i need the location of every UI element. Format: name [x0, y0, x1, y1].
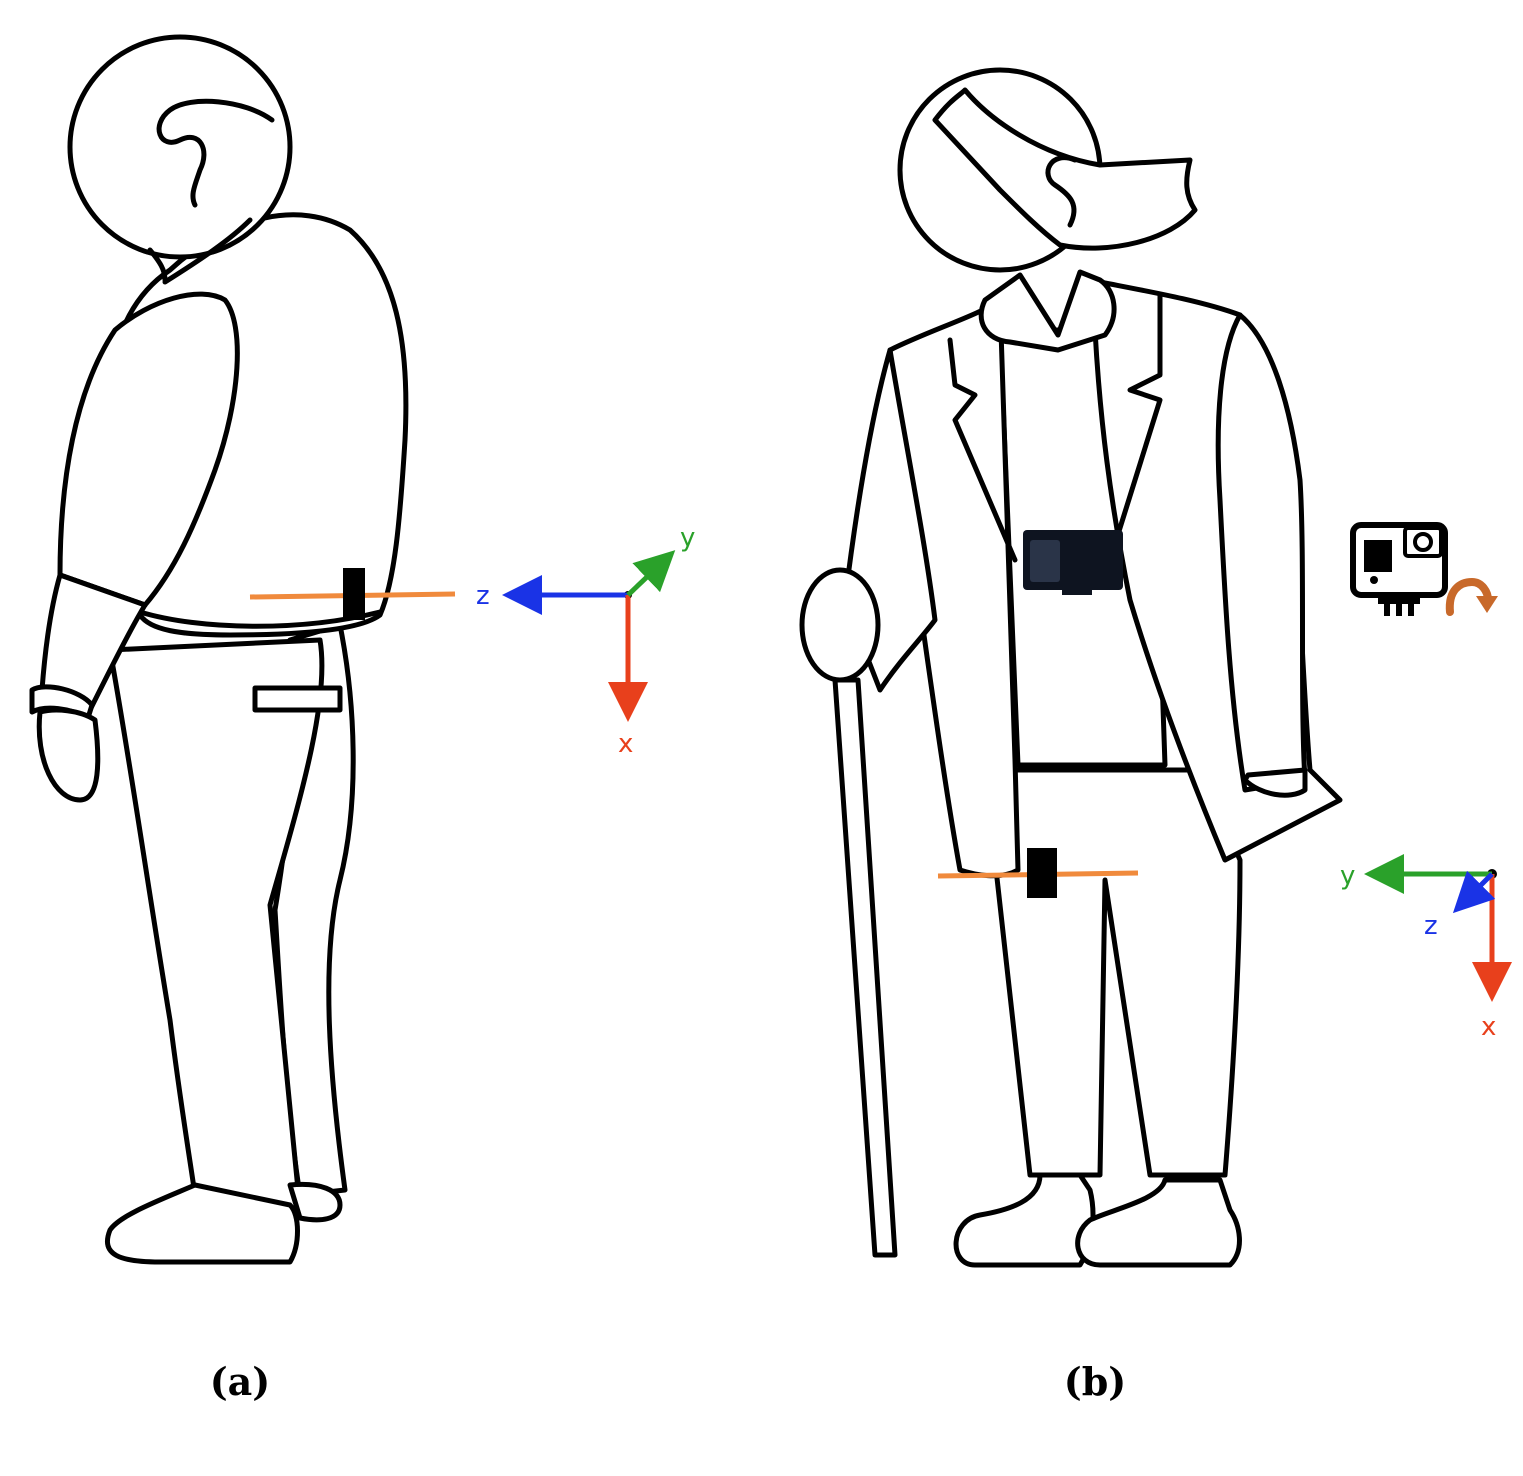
- figure-a-ear: [156, 98, 275, 208]
- figure-b-right-hand: [1242, 767, 1308, 798]
- figure-b-cane-handle: [799, 567, 881, 683]
- figure-a-collar: [147, 217, 253, 285]
- axes-b-z-label: z: [1424, 911, 1438, 941]
- figure-b-hair: [932, 87, 1198, 251]
- figure-b-lapel-left: [947, 337, 1018, 563]
- action-camera-icon: [1350, 522, 1448, 616]
- axes-b-z-axis: [1452, 870, 1496, 914]
- figure-a-person: [29, 34, 409, 1265]
- figure-b-right-shoe: [1075, 1177, 1242, 1268]
- axes-a-z-label: z: [476, 581, 490, 611]
- figure-a-hand: [36, 707, 101, 803]
- figure-a-arm: [57, 291, 240, 608]
- figure-a-back-shoe: [287, 1181, 343, 1223]
- figure-b-cane: [799, 567, 898, 1258]
- axes-a-x-label: x: [618, 729, 633, 759]
- axes-a-y-axis: [626, 550, 676, 597]
- axes-b-x-label: x: [1481, 1012, 1496, 1042]
- figure-b-sensor: [937, 848, 1139, 898]
- figure-b-chest-camera: [1023, 530, 1123, 595]
- rotation-arrow-icon: [1445, 577, 1498, 616]
- axes-a: z x y: [476, 523, 695, 759]
- axes-b: y z x: [1340, 854, 1512, 1042]
- figure-b-trousers: [982, 767, 1243, 1178]
- figure-a-pocket: [252, 685, 343, 713]
- figure-b-lapel-right: [1107, 292, 1163, 563]
- figure-b-left-shoe: [953, 1172, 1096, 1268]
- figure-b-collar: [978, 269, 1117, 353]
- axes-a-y-label: y: [680, 523, 695, 553]
- figure-a-sensor: [249, 568, 456, 620]
- figure-a-head: [67, 34, 293, 260]
- figure-b-camera-lens-panel: [1030, 540, 1060, 582]
- panel-label-b: (b): [1064, 1359, 1127, 1404]
- figure-a-sensor-device: [343, 568, 365, 620]
- figure-a-front-shoe: [105, 1182, 300, 1265]
- figure-b-person: [842, 67, 1343, 1268]
- figure-b-sensor-device: [1027, 848, 1057, 898]
- figure-b-ear: [1045, 155, 1078, 228]
- figure-b-cane-shaft: [832, 677, 898, 1258]
- figure-b-camera-mount: [1062, 575, 1092, 595]
- panel-label-a: (a): [210, 1359, 271, 1404]
- axes-b-y-label: y: [1340, 861, 1355, 891]
